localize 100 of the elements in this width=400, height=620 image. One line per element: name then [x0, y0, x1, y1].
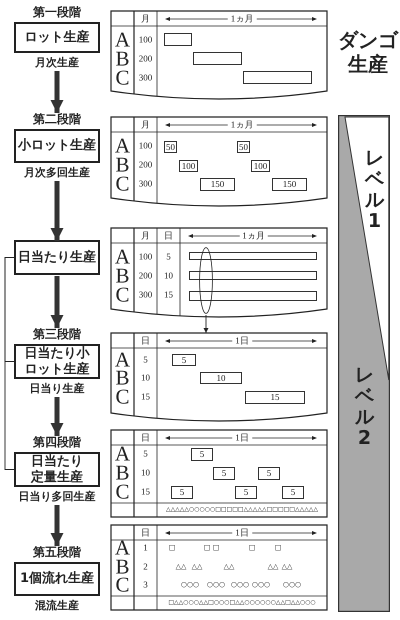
process-box: 日当たり小ロット生産	[14, 344, 100, 379]
stage-heading: 第一段階	[33, 5, 81, 20]
row-letter: A	[114, 538, 130, 558]
schedule-bar: 100	[179, 160, 198, 172]
flow-arrow	[50, 397, 64, 436]
quantity-value: 300	[138, 74, 152, 82]
column-header: 日	[164, 232, 173, 240]
column-header: 月	[141, 14, 150, 24]
schedule-bar: 100	[251, 160, 270, 172]
quantity-value: 100	[138, 142, 152, 150]
quantity-value: 5	[143, 356, 148, 364]
schedule-bar: 150	[272, 178, 307, 191]
stage-caption: 月次多回生産	[24, 166, 90, 180]
row-letter: C	[116, 174, 130, 194]
span-label: 1ヵ月	[228, 120, 256, 130]
flow-arrow	[50, 71, 64, 113]
row-letter: A	[114, 30, 130, 50]
schedule-bar: 50	[237, 141, 250, 153]
stage-caption: 日当り生産	[30, 382, 84, 396]
quantity-value: 3	[143, 580, 148, 590]
schedule-bar: 15	[245, 391, 305, 404]
process-box: 1個流れ生産	[14, 562, 100, 596]
quantity-value: 1	[143, 544, 148, 552]
quantity-value: 300	[138, 290, 152, 300]
span-label: 1ヵ月	[228, 14, 256, 24]
row-letter: B	[116, 556, 130, 578]
flow-arrow	[50, 181, 64, 241]
quantity-value: 200	[138, 272, 152, 280]
schedule-bar	[164, 33, 192, 46]
quantity-value: 15	[164, 290, 173, 300]
column-header: 日	[141, 336, 150, 346]
quantity-value: 200	[138, 54, 152, 64]
process-box: 日当たり定量生産	[14, 452, 100, 487]
row-letter: A	[114, 350, 130, 370]
stage-caption: 月次生産	[35, 56, 79, 70]
span-label: 1ヵ月	[239, 232, 268, 240]
stage-caption: 日当り多回生産	[18, 490, 96, 504]
flow-arrow	[50, 276, 64, 328]
row-letter: A	[114, 136, 130, 156]
stage-heading: 第二段階	[33, 112, 81, 127]
stage-heading: 第四段階	[33, 435, 81, 450]
level-label: レベル2	[355, 365, 374, 449]
quantity-value: 15	[141, 392, 150, 402]
schedule-bar: 5	[282, 486, 304, 499]
quantity-value: 200	[138, 160, 152, 170]
schedule-bar	[243, 71, 312, 84]
arrow	[204, 314, 208, 334]
quantity-value: 10	[141, 468, 150, 478]
row-letter: C	[116, 386, 130, 408]
schedule-bar: 5	[213, 467, 235, 480]
column-header: 月	[141, 232, 150, 240]
flow-arrow	[50, 505, 64, 546]
row-letter: A	[114, 444, 130, 464]
schedule-bar: 5	[191, 448, 213, 461]
row-letter: B	[116, 462, 130, 484]
row-letter: B	[116, 154, 130, 176]
quantity-value: 100	[138, 36, 152, 44]
schedule-bar: 10	[200, 372, 242, 384]
row-letter: B	[116, 266, 130, 286]
column-header: 月	[141, 120, 150, 130]
quantity-value: 10	[164, 272, 173, 280]
process-box: ロット生産	[14, 22, 100, 53]
schedule-bar	[189, 271, 317, 280]
quantity-value: 100	[138, 252, 152, 262]
schedule-bar	[189, 291, 317, 301]
side-heading: ダンゴ生産	[337, 28, 399, 76]
stage-heading: 第三段階	[33, 327, 81, 342]
schedule-bar: 150	[200, 178, 235, 191]
row-letter: B	[116, 48, 130, 70]
schedule-bar: 5	[172, 354, 196, 366]
row-letter: A	[114, 246, 130, 268]
schedule-bar: 5	[258, 467, 280, 480]
process-box: 日当たり生産	[14, 240, 100, 275]
quantity-value: 2	[143, 562, 148, 572]
schedule-bar: 50	[164, 141, 177, 153]
quantity-value: 5	[143, 450, 148, 458]
bracket-line	[4, 257, 14, 470]
quantity-value: 10	[141, 374, 150, 382]
schedule-bar	[193, 52, 242, 65]
row-letter: B	[116, 368, 130, 388]
schedule-bar: 5	[235, 486, 257, 499]
quantity-value: 5	[166, 252, 171, 262]
quantity-value: 15	[141, 488, 150, 496]
row-letter: C	[116, 68, 130, 88]
span-label: 1日	[232, 336, 252, 346]
level-label: レベル1	[365, 148, 384, 232]
selection-ellipse	[199, 247, 213, 314]
process-box: 小ロット生産	[14, 129, 100, 163]
span-label: 1日	[232, 434, 252, 442]
stage-heading: 第五段階	[33, 545, 81, 560]
row-letter: C	[116, 574, 130, 596]
quantity-value: 300	[138, 180, 152, 188]
stage-caption: 混流生産	[35, 599, 79, 613]
row-letter: C	[116, 482, 130, 502]
span-label: 1日	[232, 528, 252, 538]
column-header: 日	[141, 434, 150, 442]
column-header: 日	[141, 528, 150, 538]
schedule-bar: 5	[171, 486, 193, 499]
schedule-bar	[189, 252, 317, 260]
row-letter: C	[116, 284, 130, 306]
